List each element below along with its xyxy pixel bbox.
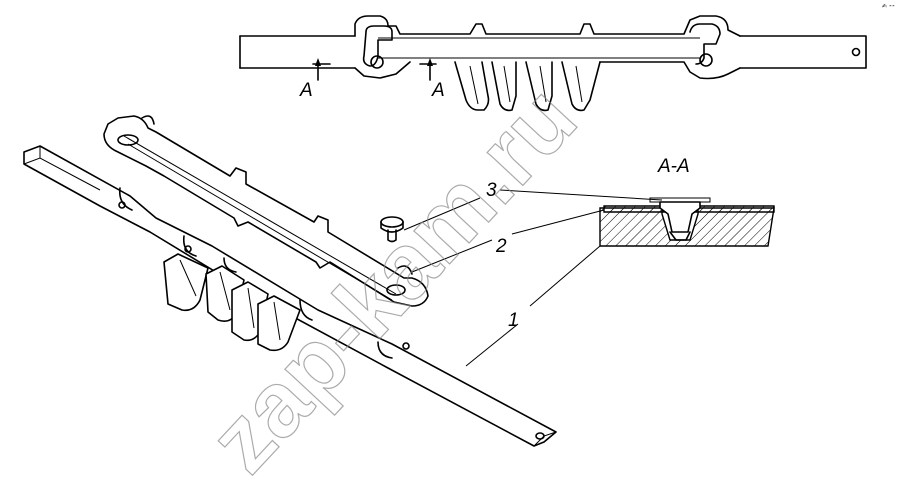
section-label: A-A — [657, 156, 690, 177]
corner-mark: ✍ ⁃⁃ — [881, 3, 895, 10]
callout-1: 1 — [508, 310, 519, 331]
section-rivet — [659, 201, 701, 233]
rivet — [380, 216, 404, 243]
top-view: A A — [239, 15, 867, 112]
top-plate — [354, 15, 741, 80]
isometric-view — [23, 115, 557, 447]
callout-3: 3 — [486, 180, 497, 201]
iso-plate — [103, 115, 429, 307]
section-mark-letter: A — [431, 80, 445, 101]
leader-lines — [403, 189, 663, 367]
top-strip — [239, 35, 867, 69]
section-mark-right: A — [419, 58, 445, 101]
section-mark-letter: A — [299, 80, 313, 101]
iso-strip — [23, 145, 557, 447]
top-fins — [454, 61, 601, 112]
section-mark-left: A — [299, 58, 331, 101]
callout-2: 2 — [495, 236, 507, 257]
section-aa: A-A — [599, 156, 775, 247]
iso-fins — [163, 253, 209, 312]
strip-end-hole — [851, 47, 861, 57]
